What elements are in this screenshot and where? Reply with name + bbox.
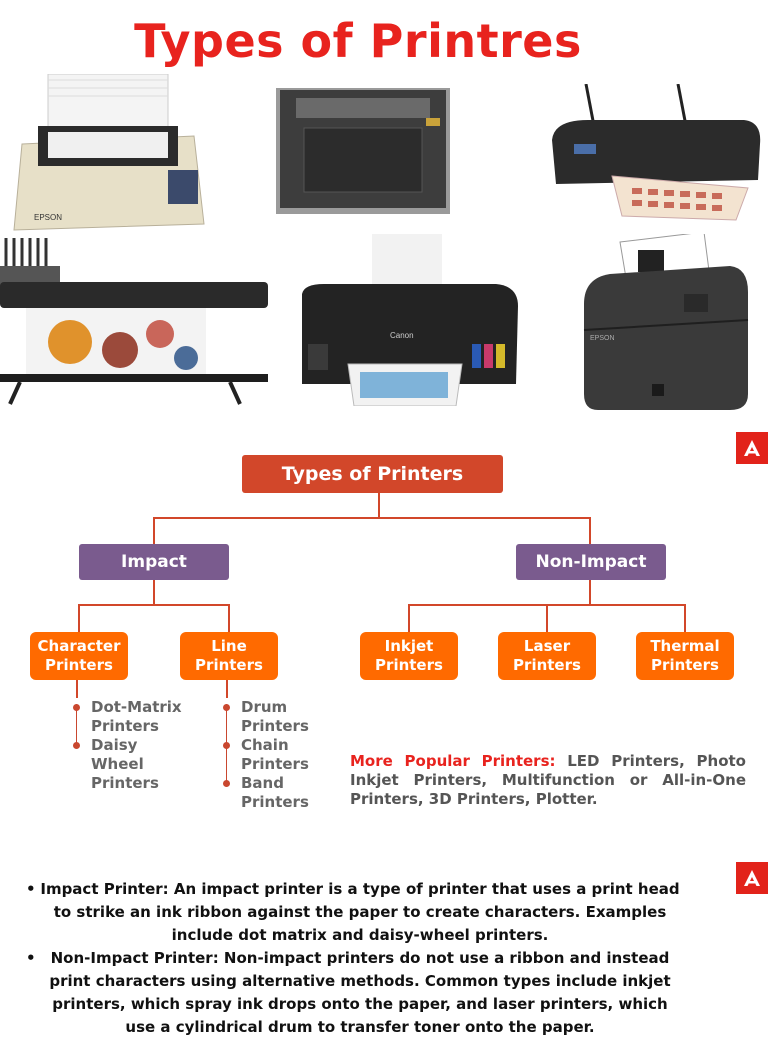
list-item: Band Printers [223,774,309,812]
list-item: Chain Printers [223,736,309,774]
connector [589,517,591,544]
connector [76,680,78,698]
thermal-printer-photo: EPSON [583,234,749,410]
brand-logo-icon [736,862,768,894]
connector [153,517,591,519]
connector [546,604,548,632]
list-item: Non-Impact Printer: Non-impact printers … [22,947,682,1039]
thermal-printers-node: Thermal Printers [636,632,734,680]
dot-matrix-printer-brand: EPSON [34,213,62,222]
connector [684,604,686,632]
more-popular-printers: More Popular Printers: LED Printers, Pho… [350,752,746,809]
thermal-printer-brand: EPSON [590,335,615,342]
grey-printer-photo [276,88,450,214]
inkjet-printer-photo [552,84,761,221]
ink-tank-printer-brand: Canon [390,331,414,340]
list-item: Impact Printer: An impact printer is a t… [22,878,682,947]
inkjet-printers-node: Inkjet Printers [360,632,458,680]
list-item: Drum Printers [223,698,309,736]
diagram-root-node: Types of Printers [242,455,503,493]
connector [228,604,230,632]
connector [78,604,230,606]
impact-node: Impact [79,544,229,580]
connector [153,517,155,544]
non-impact-node: Non-Impact [516,544,666,580]
line-printers-list: Drum Printers Chain Printers Band Printe… [223,698,313,812]
connector [226,680,228,698]
laser-printers-node: Laser Printers [498,632,596,680]
connector [589,580,591,604]
connector [378,493,380,517]
more-popular-text: LED Printers, Photo Inkjet Printers, Mul… [350,752,746,808]
list-item: Dot-Matrix Printers [73,698,191,736]
list-item: Daisy Wheel Printers [73,736,191,793]
connector [78,604,80,632]
connector [408,604,410,632]
connector [153,580,155,604]
brand-logo-icon [736,432,768,464]
character-printers-node: Character Printers [30,632,128,680]
ink-tank-printer-photo: Canon [302,234,518,406]
dot-matrix-printer-photo: EPSON [13,74,205,231]
character-printers-list: Dot-Matrix Printers Daisy Wheel Printers [73,698,203,793]
more-popular-lead: More Popular Printers: [350,752,556,770]
page-title: Types of Printres [134,14,582,68]
wide-format-printer-photo [0,238,268,405]
line-printers-node: Line Printers [180,632,278,680]
notes-list: Impact Printer: An impact printer is a t… [22,878,682,1039]
